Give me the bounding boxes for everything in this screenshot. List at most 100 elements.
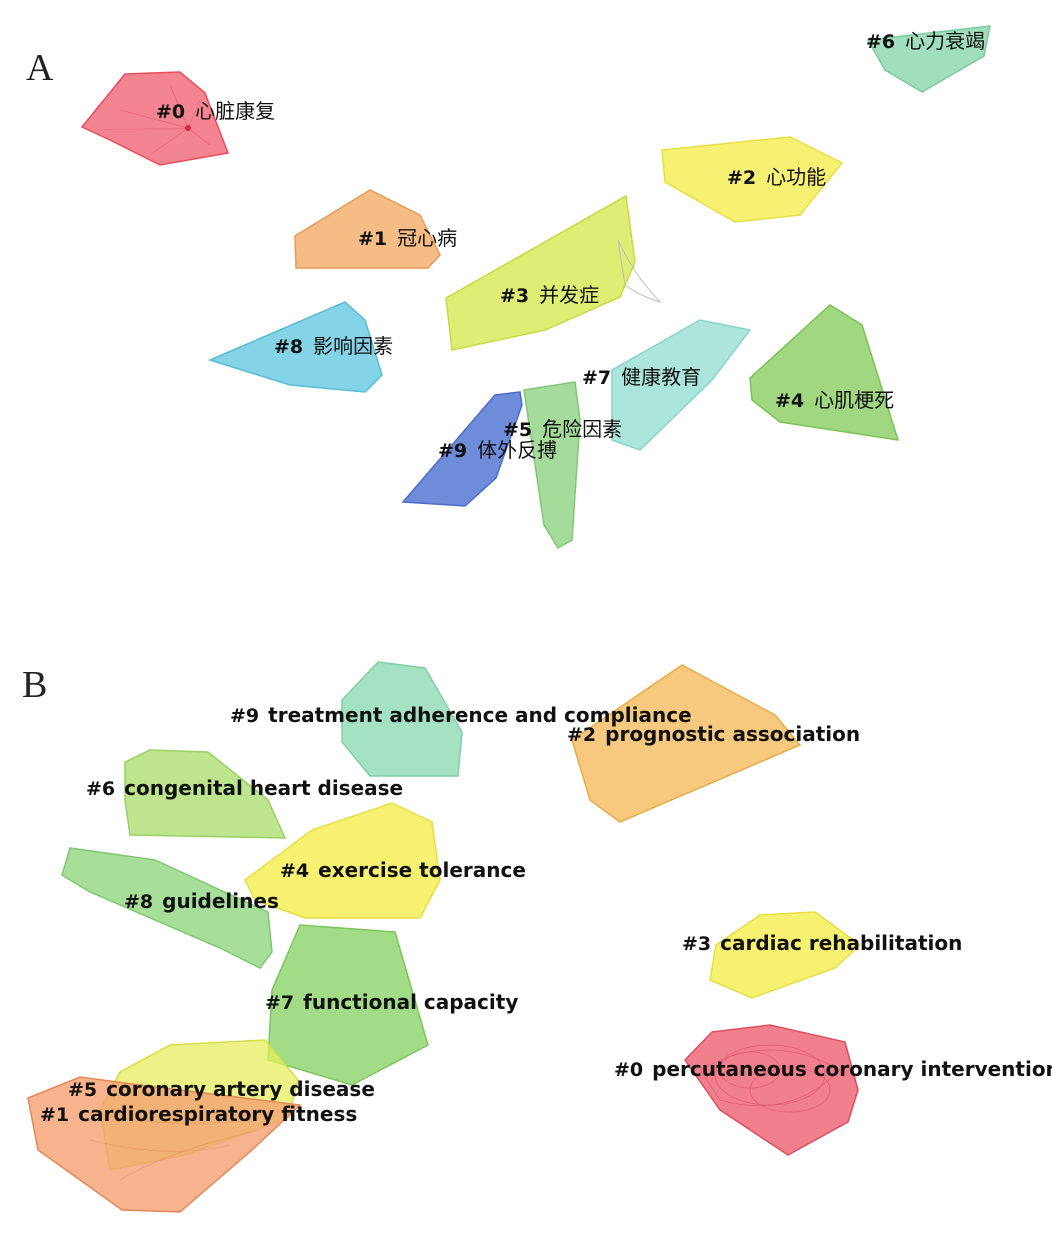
cluster-hull: [61, 847, 273, 969]
cluster-hull: [401, 391, 523, 507]
cluster-hull: [27, 1076, 302, 1213]
cluster-label: #4 心肌梗死: [775, 388, 894, 412]
cluster-a-1[interactable]: #1 冠心病: [294, 189, 457, 269]
cluster-id: #0: [156, 101, 185, 123]
cluster-id: #1: [358, 228, 387, 250]
cluster-id: #8: [124, 891, 153, 913]
cluster-name: cardiorespiratory fitness: [78, 1102, 357, 1126]
cluster-a-7[interactable]: #7 健康教育: [582, 319, 752, 451]
cluster-b-3[interactable]: [709, 911, 862, 999]
cluster-a-0[interactable]: #0 心脏康复: [80, 71, 275, 166]
cluster-id: #0: [614, 1059, 643, 1081]
cluster-a-2[interactable]: #2 心功能: [661, 136, 844, 223]
cluster-hull: [244, 802, 441, 919]
cluster-b-4[interactable]: [244, 802, 441, 919]
cluster-label-b-3: #3 cardiac rehabilitation: [682, 931, 962, 955]
cluster-label-b-8: #8 guidelines: [124, 889, 279, 913]
cluster-label-b-2: #2 prognostic association: [567, 722, 860, 746]
cluster-label: #1 冠心病: [358, 226, 457, 250]
cluster-links: [99, 84, 211, 156]
cluster-hull: [709, 911, 862, 999]
cluster-name: 健康教育: [621, 365, 701, 389]
cluster-a-9[interactable]: [401, 391, 523, 507]
cluster-b-2[interactable]: [571, 664, 802, 823]
cluster-label-b-6: #6 congenital heart disease: [86, 776, 403, 800]
cluster-name: 心肌梗死: [814, 388, 894, 412]
cluster-center-node: [185, 125, 191, 131]
panel-letter-b: B: [22, 664, 47, 706]
cluster-name: 体外反搏: [477, 438, 557, 462]
cluster-b-7[interactable]: [267, 924, 429, 1086]
cluster-label-b-7: #7 functional capacity: [265, 990, 518, 1014]
cluster-b-8[interactable]: [61, 847, 273, 969]
panel-b: B: [22, 661, 1052, 1213]
cluster-b-9[interactable]: [341, 661, 463, 777]
cluster-hull: [207, 301, 383, 393]
cluster-id: #9: [438, 440, 467, 462]
cluster-name: cardiac rehabilitation: [720, 931, 962, 955]
cluster-id: #4: [280, 860, 309, 882]
cluster-hull: [611, 319, 752, 451]
cluster-label-a-5: #5 危险因素: [503, 417, 622, 441]
cluster-id: #6: [86, 778, 115, 800]
cluster-name: 危险因素: [542, 417, 622, 441]
cluster-label-b-9: #9 treatment adherence and compliance: [230, 703, 692, 727]
cluster-id: #1: [40, 1104, 69, 1126]
cluster-hull: [294, 189, 441, 269]
cluster-hull: [571, 664, 802, 823]
cluster-hull: [749, 304, 900, 441]
cluster-name: treatment adherence and compliance: [268, 703, 692, 727]
cluster-b-1[interactable]: [27, 1076, 302, 1213]
cluster-links: [699, 1044, 841, 1113]
cluster-hull: [523, 381, 581, 550]
cluster-a-8[interactable]: #8 影响因素: [207, 301, 393, 393]
cluster-hull: [661, 136, 844, 223]
cluster-hull: [124, 749, 287, 839]
cluster-hull: [267, 924, 429, 1086]
cluster-name: 并发症: [539, 283, 599, 307]
cluster-overlay-outline: [617, 239, 662, 304]
cluster-id: #3: [500, 285, 529, 307]
cluster-label: #6 心力衰竭: [866, 29, 985, 53]
cluster-name: congenital heart disease: [124, 776, 403, 800]
cluster-name: percutaneous coronary intervention: [652, 1057, 1052, 1081]
cluster-a-6[interactable]: #6 心力衰竭: [866, 25, 991, 93]
cluster-label: #7 健康教育: [582, 365, 701, 389]
cluster-name: 影响因素: [313, 334, 393, 358]
cluster-label-b-1: #1 cardiorespiratory fitness: [40, 1102, 357, 1126]
cluster-name: guidelines: [162, 889, 279, 913]
cluster-name: 心脏康复: [195, 99, 275, 123]
cluster-hull: [866, 25, 991, 93]
cluster-id: #3: [682, 933, 711, 955]
cluster-name: functional capacity: [303, 990, 518, 1014]
cluster-hull: [445, 194, 636, 351]
cluster-links: [79, 1109, 261, 1181]
cluster-label: #2 心功能: [727, 165, 826, 189]
cluster-id: #7: [265, 992, 294, 1014]
cluster-id: #6: [866, 31, 895, 53]
cluster-hull: [341, 661, 463, 777]
cluster-id: #4: [775, 390, 804, 412]
cluster-id: #5: [503, 419, 532, 441]
cluster-label: #3 并发症: [500, 283, 599, 307]
cluster-label: #8 影响因素: [274, 334, 393, 358]
cluster-id: #2: [727, 167, 756, 189]
cluster-label-b-5: #5 coronary artery disease: [68, 1077, 375, 1101]
cluster-id: #7: [582, 367, 611, 389]
cluster-a-4[interactable]: #4 心肌梗死: [749, 304, 900, 441]
cluster-name: coronary artery disease: [106, 1077, 375, 1101]
cluster-id: #5: [68, 1079, 97, 1101]
cluster-name: prognostic association: [605, 722, 860, 746]
cluster-a-3[interactable]: #3 并发症: [445, 194, 662, 351]
cluster-a-5[interactable]: [523, 381, 581, 550]
cluster-label-a-9: #9 体外反搏: [438, 438, 557, 462]
cluster-hull: [684, 1024, 859, 1156]
cluster-b-6[interactable]: [124, 749, 287, 839]
cluster-hull: [80, 71, 230, 166]
cluster-id: #9: [230, 705, 259, 727]
cluster-b-0[interactable]: [684, 1024, 859, 1156]
cluster-name: 心功能: [766, 165, 826, 189]
cluster-label-b-4: #4 exercise tolerance: [280, 858, 526, 882]
cluster-label-b-0: #0 percutaneous coronary intervention: [614, 1057, 1052, 1081]
